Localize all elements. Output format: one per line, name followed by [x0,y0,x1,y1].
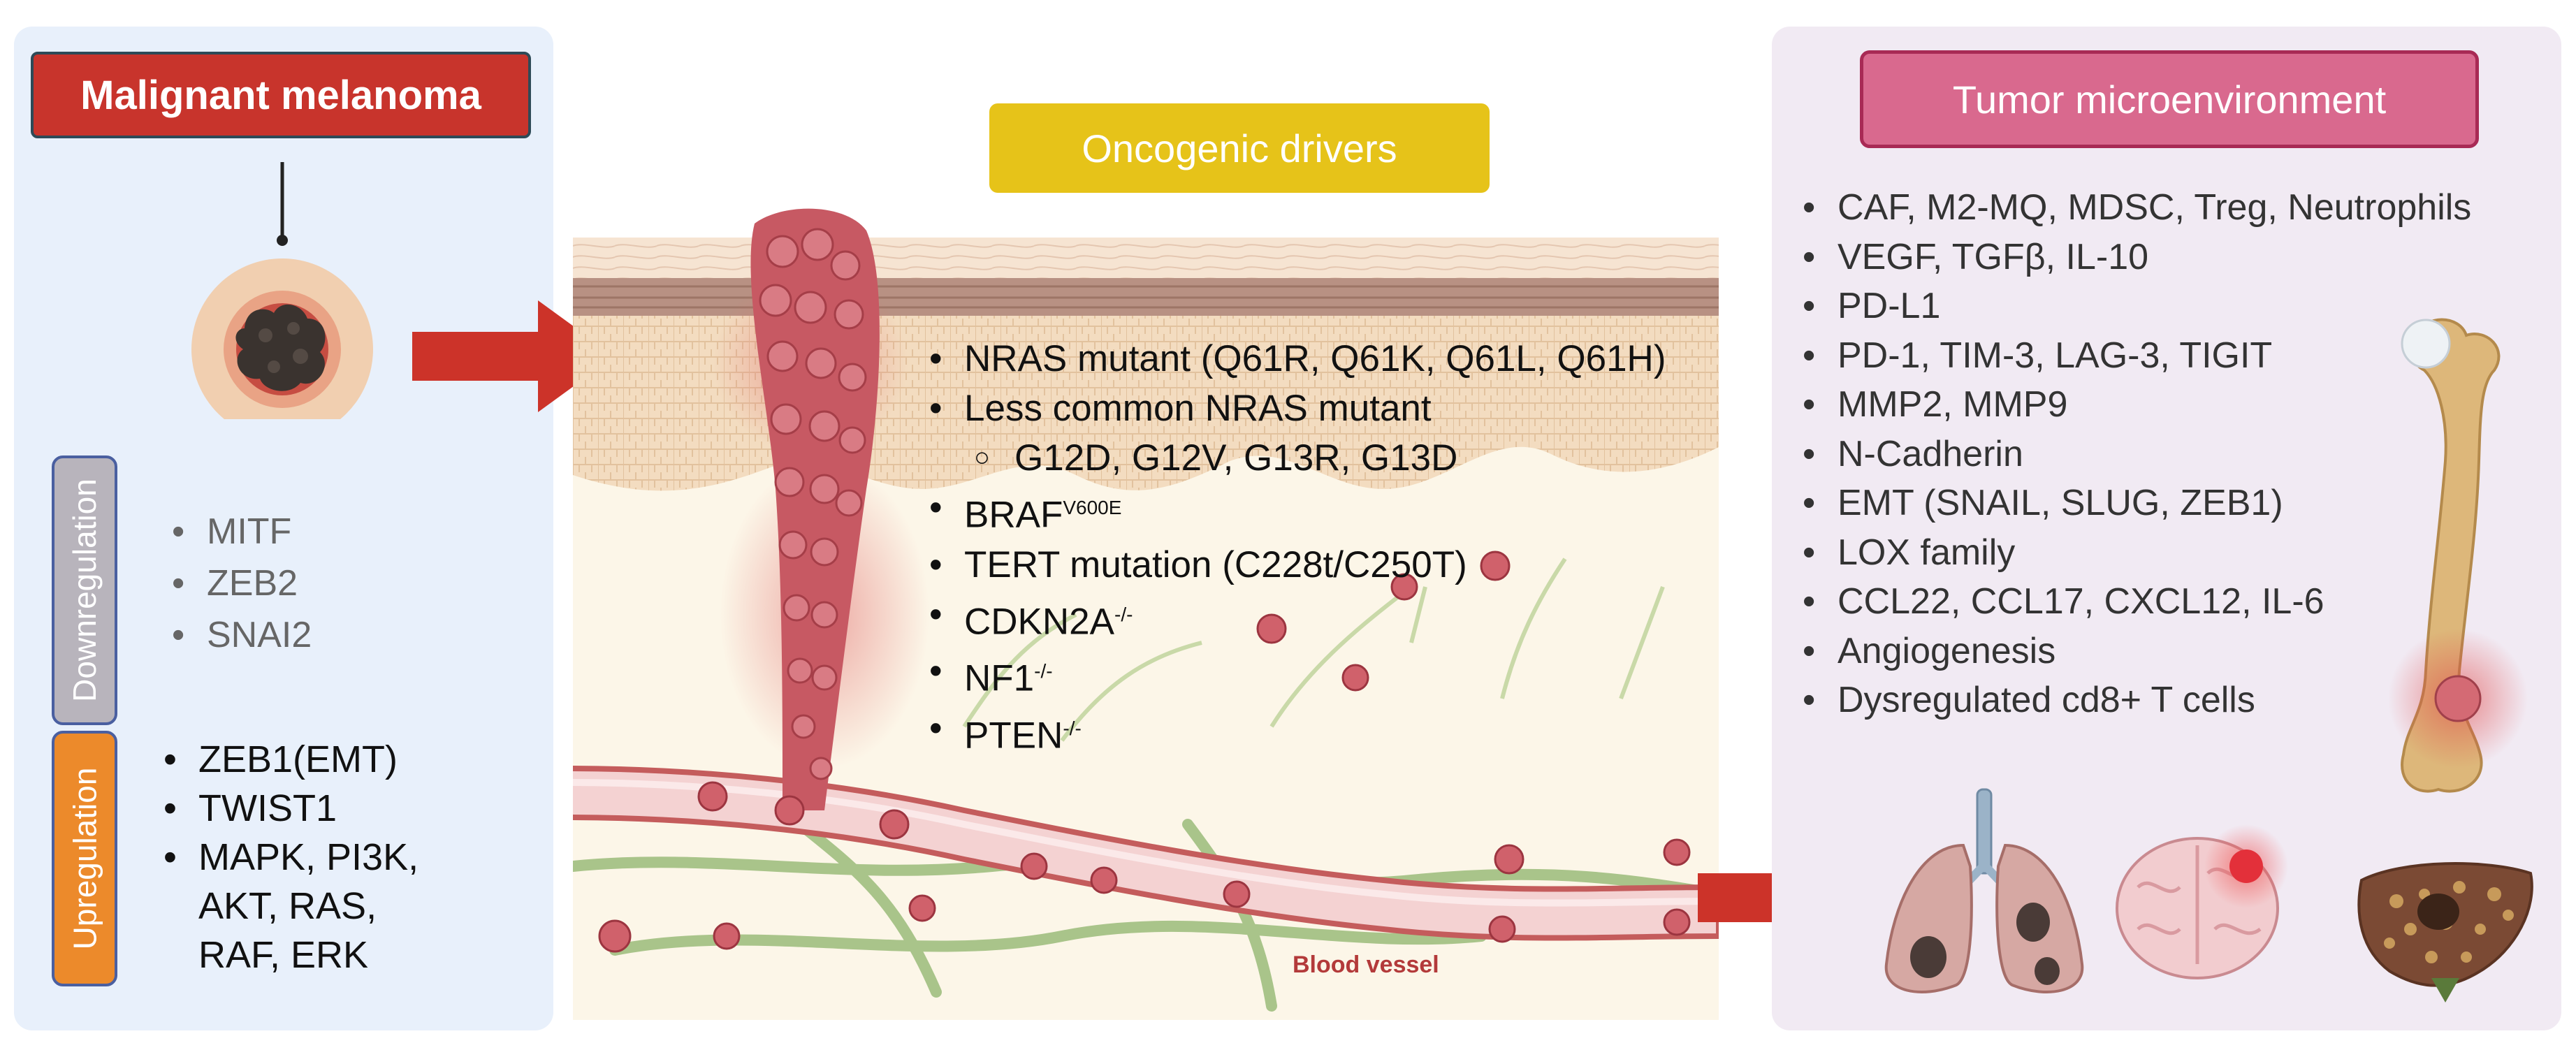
tme-item: Angiogenesis [1797,627,2471,676]
downregulation-item: ZEB2 [166,557,312,609]
upregulation-item: RAF, ERK [198,934,369,976]
driver-subitem: G12D, G12V, G13R, G13D [924,433,1666,483]
tme-item: LOX family [1797,528,2471,578]
upregulation-item: MAPK, PI3K, [158,833,419,882]
downregulation-label: Downregulation [66,479,103,702]
liver-icon [2357,862,2533,1002]
tme-item: PD-L1 [1797,282,2471,331]
upregulation-label: Upregulation [66,767,103,950]
downregulation-list: MITF ZEB2 SNAI2 [166,506,312,661]
tme-item: VEGF, TGFβ, IL-10 [1797,233,2471,282]
tme-item: Dysregulated cd8+ T cells [1797,676,2471,725]
tumor-microenvironment-title: Tumor microenvironment [1860,50,2479,148]
tme-list: CAF, M2-MQ, MDSC, Treg, Neutrophils VEGF… [1797,183,2471,725]
tme-item: CCL22, CCL17, CXCL12, IL-6 [1797,577,2471,627]
downregulation-tag: Downregulation [52,455,117,725]
malignant-melanoma-title: Malignant melanoma [31,52,531,138]
tme-item: CAF, M2-MQ, MDSC, Treg, Neutrophils [1797,183,2471,233]
oncogenic-drivers-title: Oncogenic drivers [989,103,1490,193]
oncogenic-drivers-list: NRAS mutant (Q61R, Q61K, Q61L, Q61H) Les… [924,334,1666,761]
driver-item: NRAS mutant (Q61R, Q61K, Q61L, Q61H) [924,334,1666,384]
driver-item: CDKN2A-/- [924,590,1666,647]
upregulation-item: ZEB1(EMT) [158,735,419,784]
driver-item: NF1-/- [924,646,1666,703]
tme-item: EMT (SNAIL, SLUG, ZEB1) [1797,479,2471,528]
melanoma-lesion-illustration [191,162,373,419]
brain-icon [2116,824,2288,979]
downregulation-item: SNAI2 [166,609,312,661]
upregulation-item: AKT, RAS, [198,885,377,927]
upregulation-list: ZEB1(EMT) TWIST1 MAPK, PI3K, AKT, RAS, R… [158,735,419,979]
tme-item: N-Cadherin [1797,430,2471,479]
driver-item: Less common NRAS mutant [924,384,1666,433]
driver-item: PTEN-/- [924,703,1666,761]
driver-item: BRAFV600E [924,483,1666,540]
femur-bone-icon [2388,318,2528,793]
blood-vessel-label: Blood vessel [1293,951,1439,978]
lungs-icon [1884,788,2084,993]
tme-item: PD-1, TIM-3, LAG-3, TIGIT [1797,331,2471,381]
right-arrow-icon [412,300,615,412]
tme-item: MMP2, MMP9 [1797,380,2471,430]
upregulation-item: TWIST1 [158,784,419,833]
downregulation-item: MITF [166,506,312,557]
driver-item: TERT mutation (C228t/C250T) [924,540,1666,590]
upregulation-tag: Upregulation [52,731,117,986]
